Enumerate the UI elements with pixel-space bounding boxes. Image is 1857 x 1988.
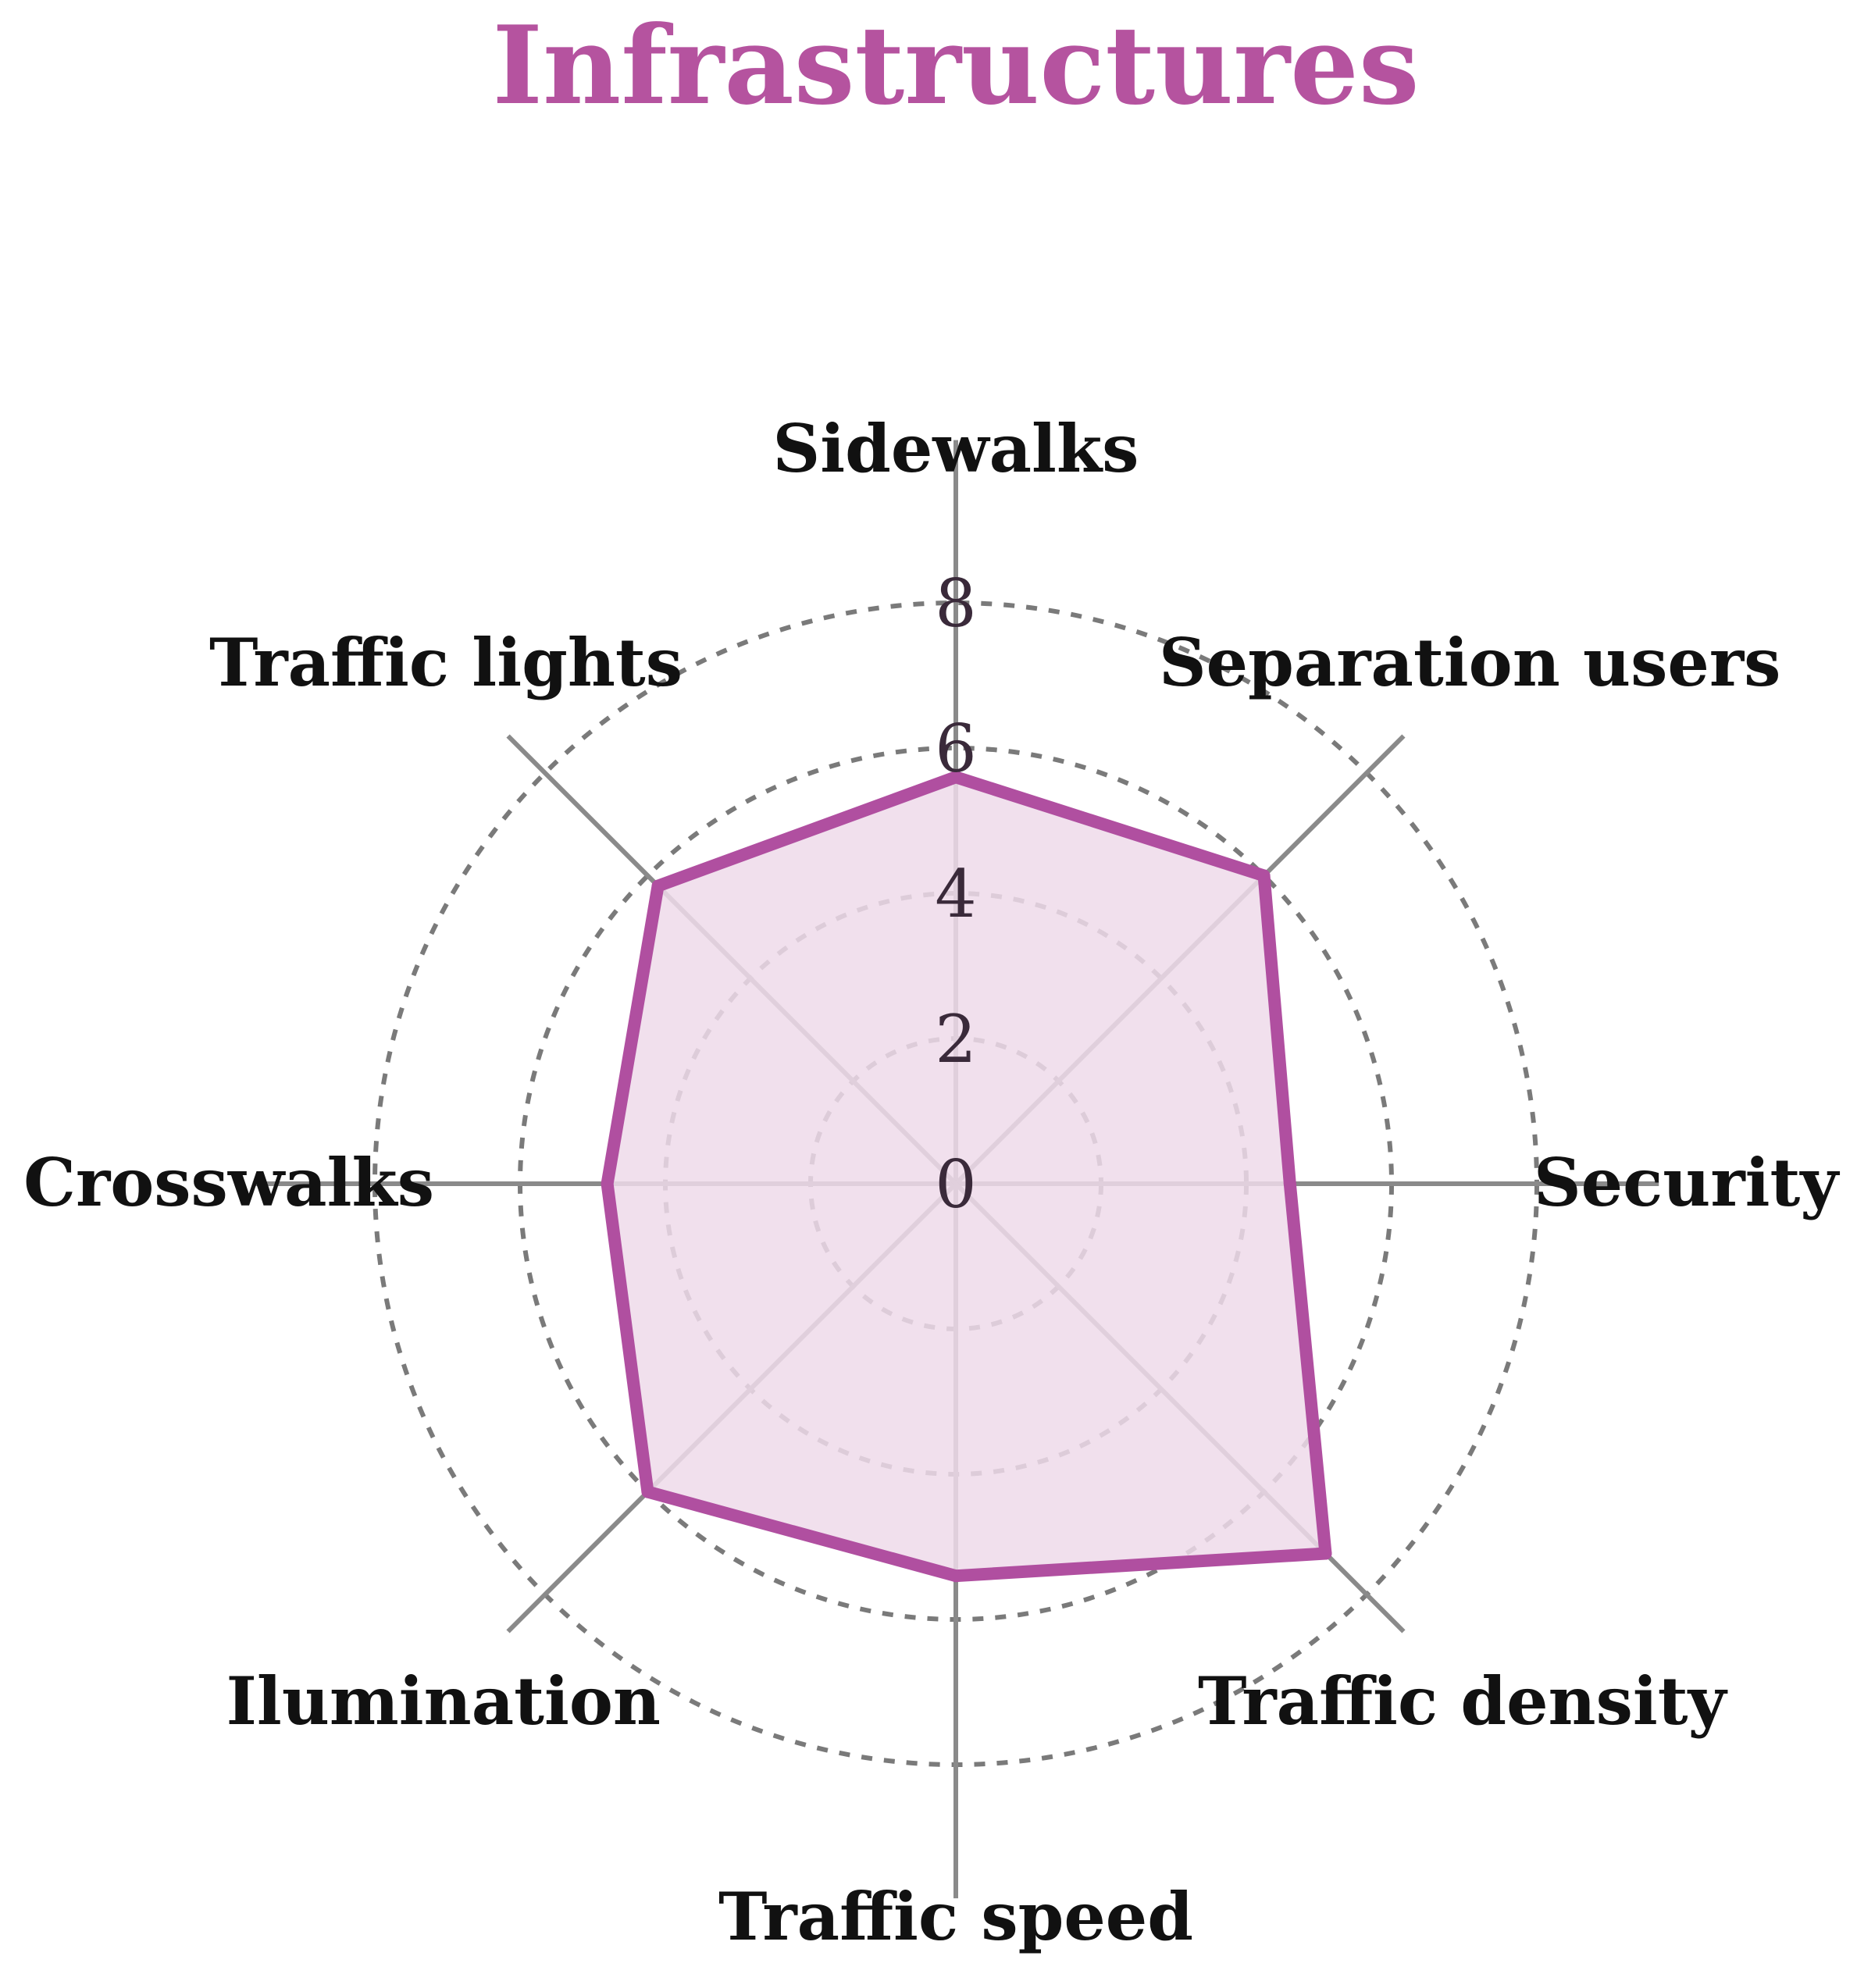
series-layer — [601, 771, 1332, 1583]
series-point-6 — [601, 1177, 614, 1190]
category-label-0: Sidewalks — [773, 410, 1139, 487]
chart-title: Infrastructures — [492, 2, 1419, 129]
tick-label-0: 0 — [935, 1146, 976, 1223]
category-label-4: Traffic speed — [718, 1878, 1193, 1955]
category-label-3: Traffic density — [1198, 1662, 1728, 1740]
tick-label-8: 8 — [935, 565, 976, 642]
tick-layer: 0 2 4 6 8 — [935, 565, 976, 1223]
tick-label-6: 6 — [935, 711, 976, 787]
series-point-3 — [1319, 1547, 1332, 1560]
category-label-7: Traffic lights — [209, 624, 683, 701]
category-label-1: Separation users — [1159, 624, 1780, 701]
series-point-5 — [641, 1485, 654, 1498]
series-point-4 — [950, 1569, 962, 1583]
series-point-2 — [1283, 1177, 1296, 1190]
category-label-2: Security — [1534, 1144, 1840, 1221]
series-point-0 — [950, 771, 962, 784]
category-label-5: Ilumination — [226, 1662, 661, 1740]
series-point-1 — [1257, 869, 1271, 882]
series-point-7 — [651, 879, 665, 892]
category-label-6: Crosswalks — [23, 1144, 434, 1221]
tick-label-4: 4 — [935, 856, 976, 932]
tick-label-2: 2 — [935, 1001, 976, 1078]
